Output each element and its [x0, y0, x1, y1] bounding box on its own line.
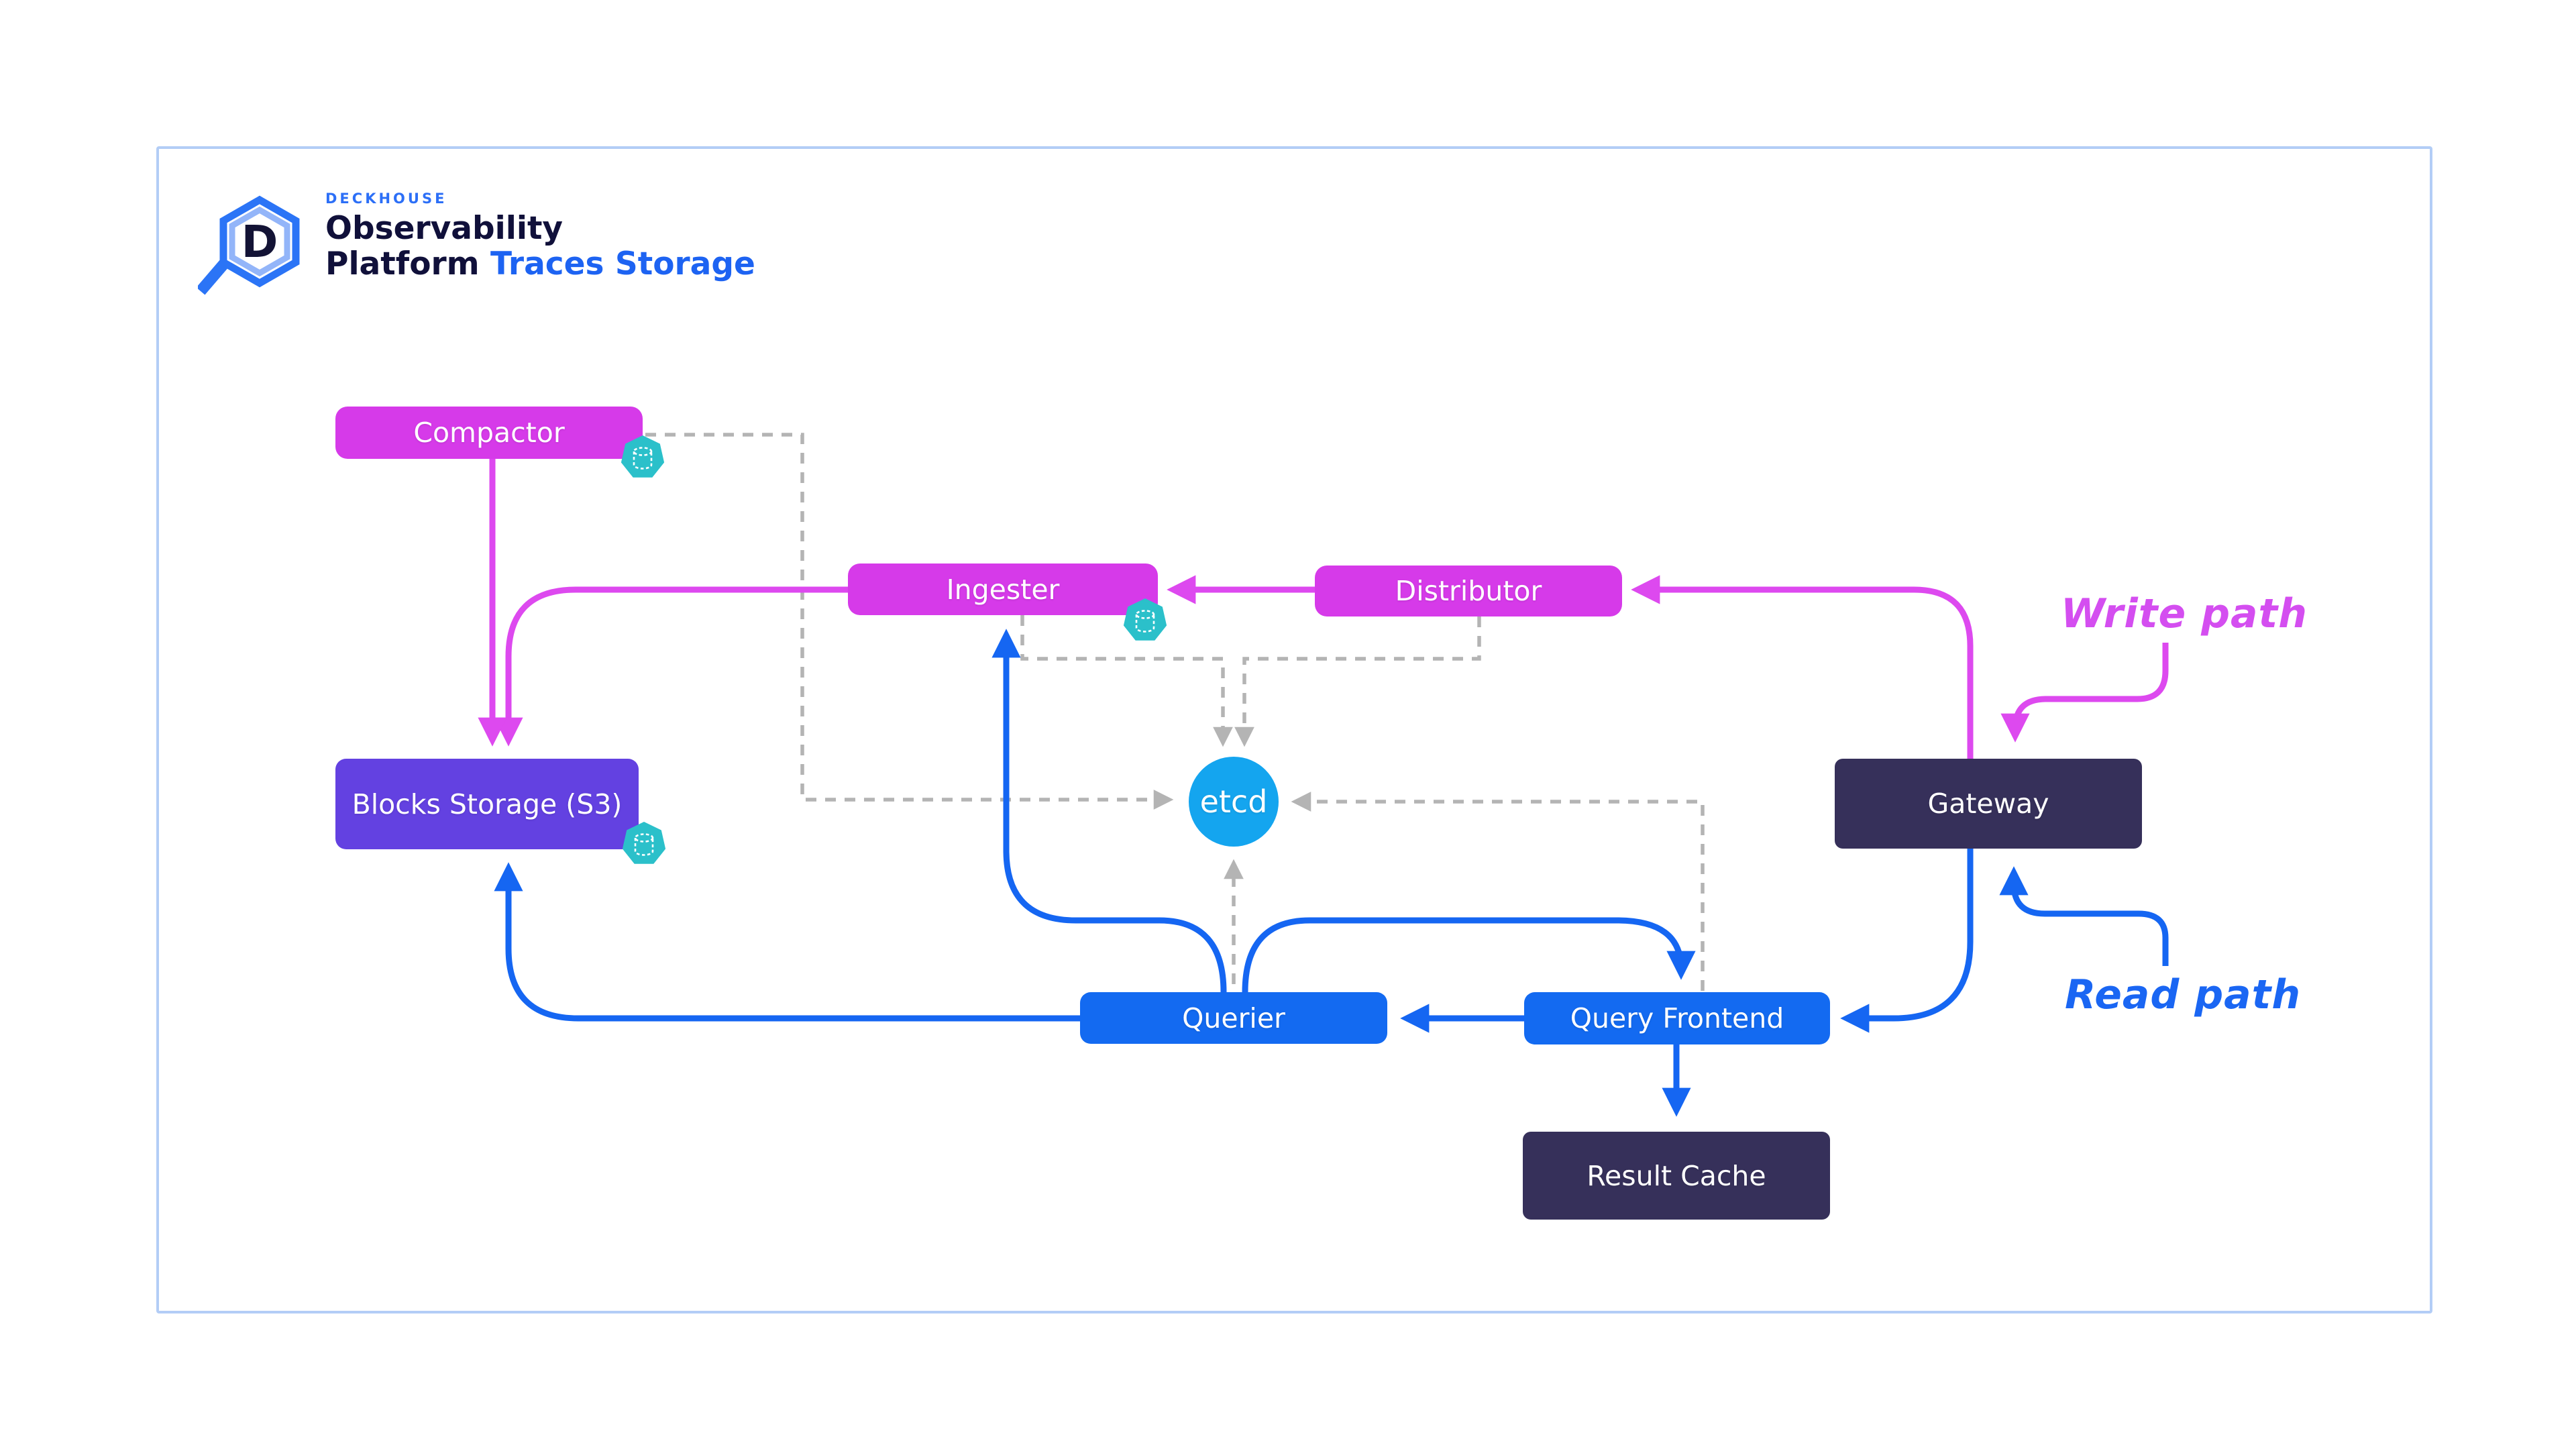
logo: D DECKHOUSE Observability Platform Trace… [198, 189, 802, 303]
node-query-frontend: Query Frontend [1524, 992, 1830, 1044]
logo-title-line2: Platform Traces Storage [325, 246, 755, 282]
edge-querier-ingester [991, 629, 1227, 993]
edge-querier-blocksstorage [494, 862, 1080, 1022]
logo-title-line1: Observability [325, 210, 564, 247]
node-querier: Querier [1080, 992, 1387, 1044]
node-distributor: Distributor [1315, 566, 1622, 616]
read-path-annotation-arrow [1999, 866, 2169, 966]
edge-distributor-etcd [1234, 616, 1481, 747]
node-distributor-label: Distributor [1395, 575, 1542, 607]
node-blocks-storage: Blocks Storage (S3) [335, 759, 639, 849]
edge-queryfrontend-etcd [1291, 792, 1705, 991]
read-path-label: Read path [2065, 971, 2302, 1018]
edge-querier-queryfrontend [1242, 917, 1696, 993]
node-gateway-label: Gateway [1927, 788, 2049, 820]
edge-gateway-distributor [1631, 575, 1974, 759]
logo-brand: DECKHOUSE [325, 191, 447, 207]
svg-text:D: D [241, 216, 278, 268]
node-result-cache-label: Result Cache [1587, 1159, 1766, 1192]
edge-gateway-queryfrontend [1840, 849, 1974, 1033]
node-blocks-storage-label: Blocks Storage (S3) [352, 788, 623, 820]
node-compactor: Compactor [335, 407, 643, 459]
node-query-frontend-label: Query Frontend [1570, 1002, 1784, 1034]
blocks-storage-database-icon [622, 822, 666, 864]
node-etcd: etcd [1189, 757, 1279, 847]
edge-ingester-etcd [1020, 615, 1233, 747]
node-compactor-label: Compactor [413, 417, 565, 449]
hexagon-magnifier-icon: D [198, 195, 300, 295]
node-gateway: Gateway [1835, 759, 2142, 849]
logo-text: DECKHOUSE Observability Platform Traces … [325, 191, 755, 282]
node-querier-label: Querier [1182, 1002, 1285, 1034]
compactor-database-icon [621, 435, 665, 478]
edge-ingester-blocksstorage [494, 586, 848, 747]
ingester-database-icon [1123, 598, 1167, 641]
logo-product: Traces Storage [490, 246, 755, 282]
node-etcd-label: etcd [1199, 784, 1268, 820]
write-path-label: Write path [2061, 590, 2308, 637]
logo-platform: Platform [325, 246, 480, 282]
node-ingester: Ingester [848, 564, 1158, 615]
edge-compactor-etcd [645, 433, 1174, 810]
write-path-annotation-arrow [2000, 643, 2169, 743]
node-result-cache: Result Cache [1523, 1132, 1830, 1220]
node-ingester-label: Ingester [946, 573, 1060, 606]
diagram-border [156, 146, 2432, 1313]
